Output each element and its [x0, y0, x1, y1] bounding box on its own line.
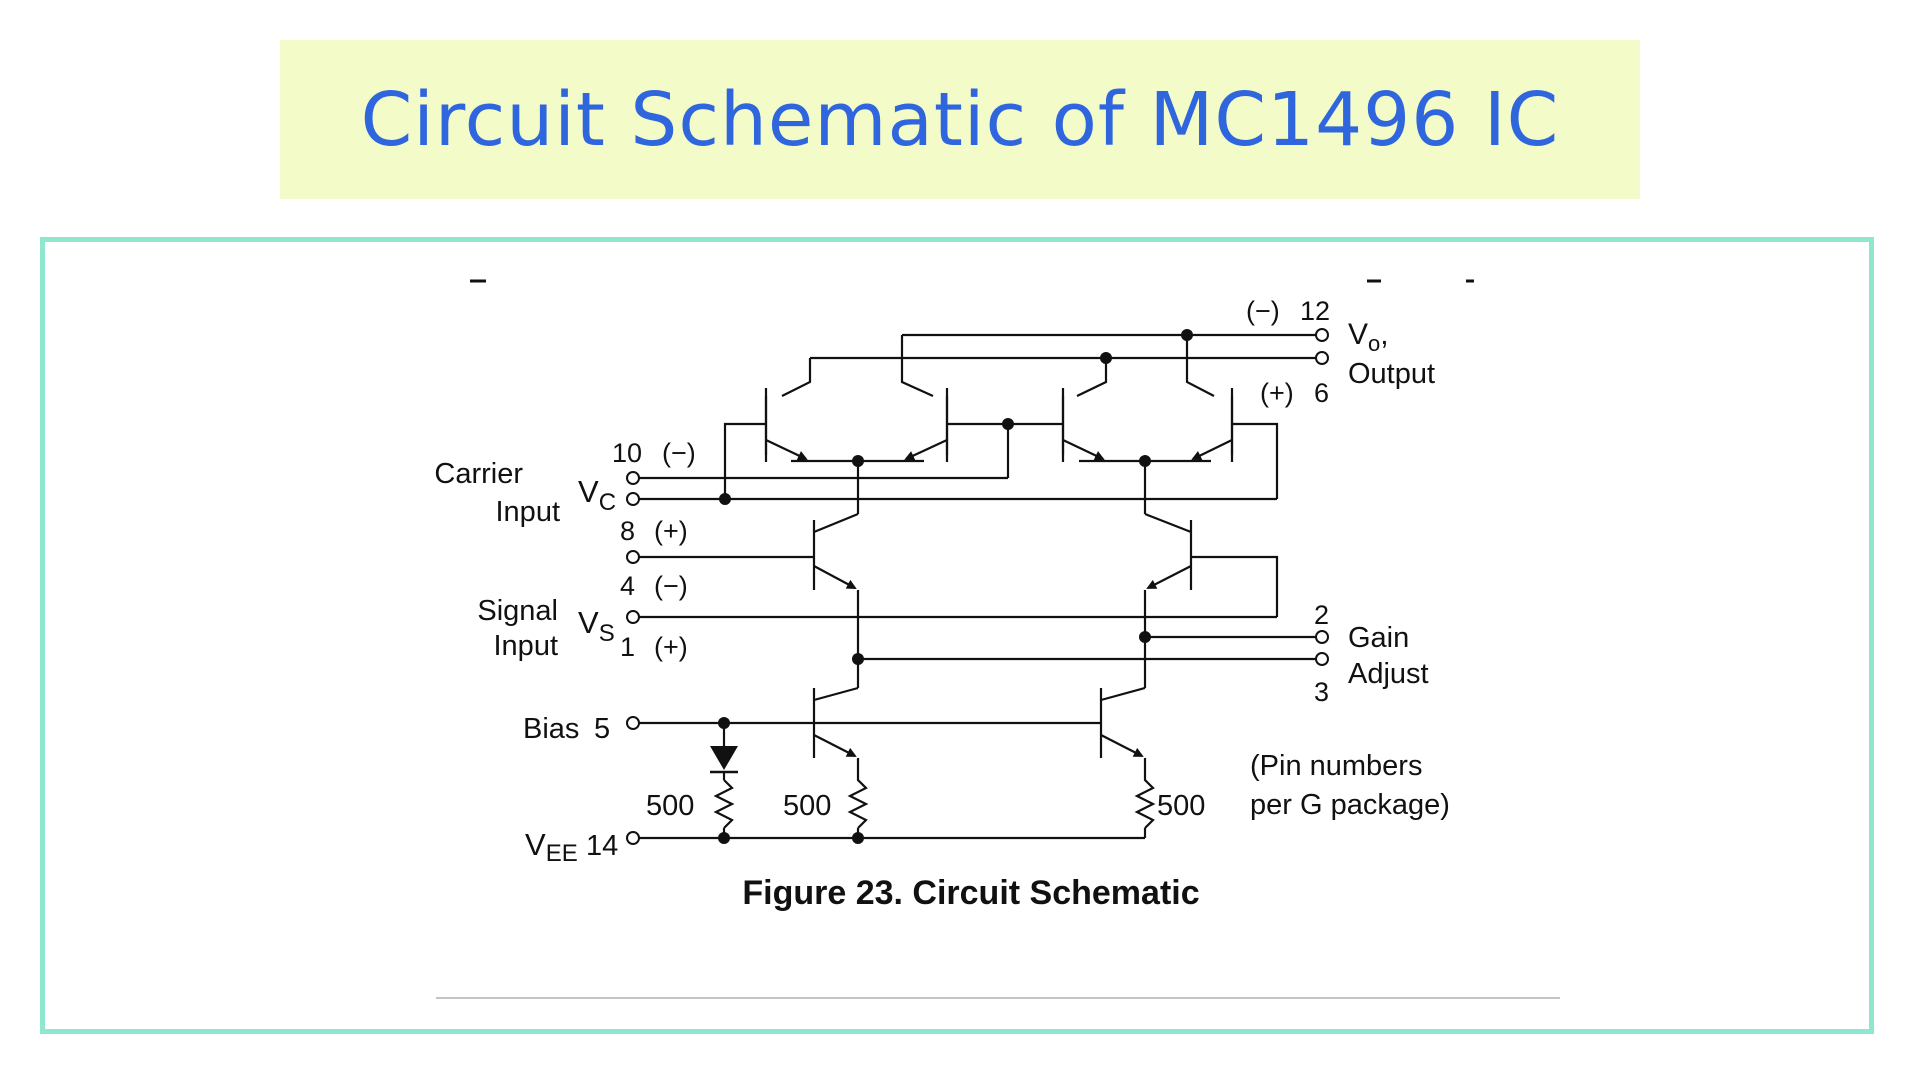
pin5-label: 5	[594, 713, 610, 745]
pin-note-line-2: per G package)	[1250, 789, 1450, 821]
vee-subscript: EE	[546, 840, 578, 867]
title-banner: Circuit Schematic of MC1496 IC	[280, 40, 1640, 199]
vc-label: VC	[578, 474, 616, 516]
carrier-label-2: Input	[496, 496, 561, 528]
vc-subscript: C	[599, 489, 616, 516]
bias-label: Bias	[523, 713, 579, 745]
vo-label: Vo,	[1348, 318, 1389, 356]
vee-label: VEE	[525, 827, 578, 867]
pin1-sign: (+)	[654, 632, 688, 662]
pin12-sign: (−)	[1246, 296, 1280, 326]
pin10-label: 10	[612, 438, 642, 468]
pin8-sign: (+)	[654, 516, 688, 546]
pin6-label: 6	[1314, 378, 1329, 408]
pin4-sign: (−)	[654, 571, 688, 601]
resistor-3-value: 500	[1157, 790, 1205, 822]
pin4-label: 4	[620, 571, 635, 601]
vs-subscript: S	[599, 620, 615, 647]
vo-subscript: o	[1368, 331, 1380, 356]
schematic-frame	[40, 237, 1874, 1034]
junction-dots	[718, 329, 1193, 844]
gain-label: Gain	[1348, 622, 1409, 654]
carrier-label-1: Carrier	[434, 458, 523, 490]
pin10-sign: (−)	[662, 438, 696, 468]
pin-note-line-1: (Pin numbers	[1250, 750, 1422, 782]
pin1-label: 1	[620, 632, 635, 662]
resistor-1-value: 500	[646, 790, 694, 822]
signal-label-1: Signal	[477, 595, 558, 627]
adjust-label: Adjust	[1348, 658, 1429, 690]
pin6-sign: (+)	[1260, 378, 1294, 408]
pin14-label: 14	[586, 830, 618, 862]
resistor-2-value: 500	[783, 790, 831, 822]
pin3-label: 3	[1314, 677, 1329, 707]
slide-title: Circuit Schematic of MC1496 IC	[360, 76, 1560, 163]
pin12-label: 12	[1300, 296, 1330, 326]
pin8-label: 8	[620, 516, 635, 546]
circuit-wires	[639, 333, 1316, 840]
output-label: Output	[1348, 358, 1435, 390]
separator-line	[436, 997, 1560, 999]
emitter-arrows	[765, 439, 1233, 757]
figure-caption: Figure 23. Circuit Schematic	[742, 874, 1199, 912]
signal-label-2: Input	[494, 630, 559, 662]
pin-terminals	[626, 328, 1329, 845]
transistor-bodies	[764, 396, 1234, 455]
bias-diode	[710, 746, 738, 774]
vs-label: VS	[578, 605, 615, 647]
pin2-label: 2	[1314, 600, 1329, 630]
